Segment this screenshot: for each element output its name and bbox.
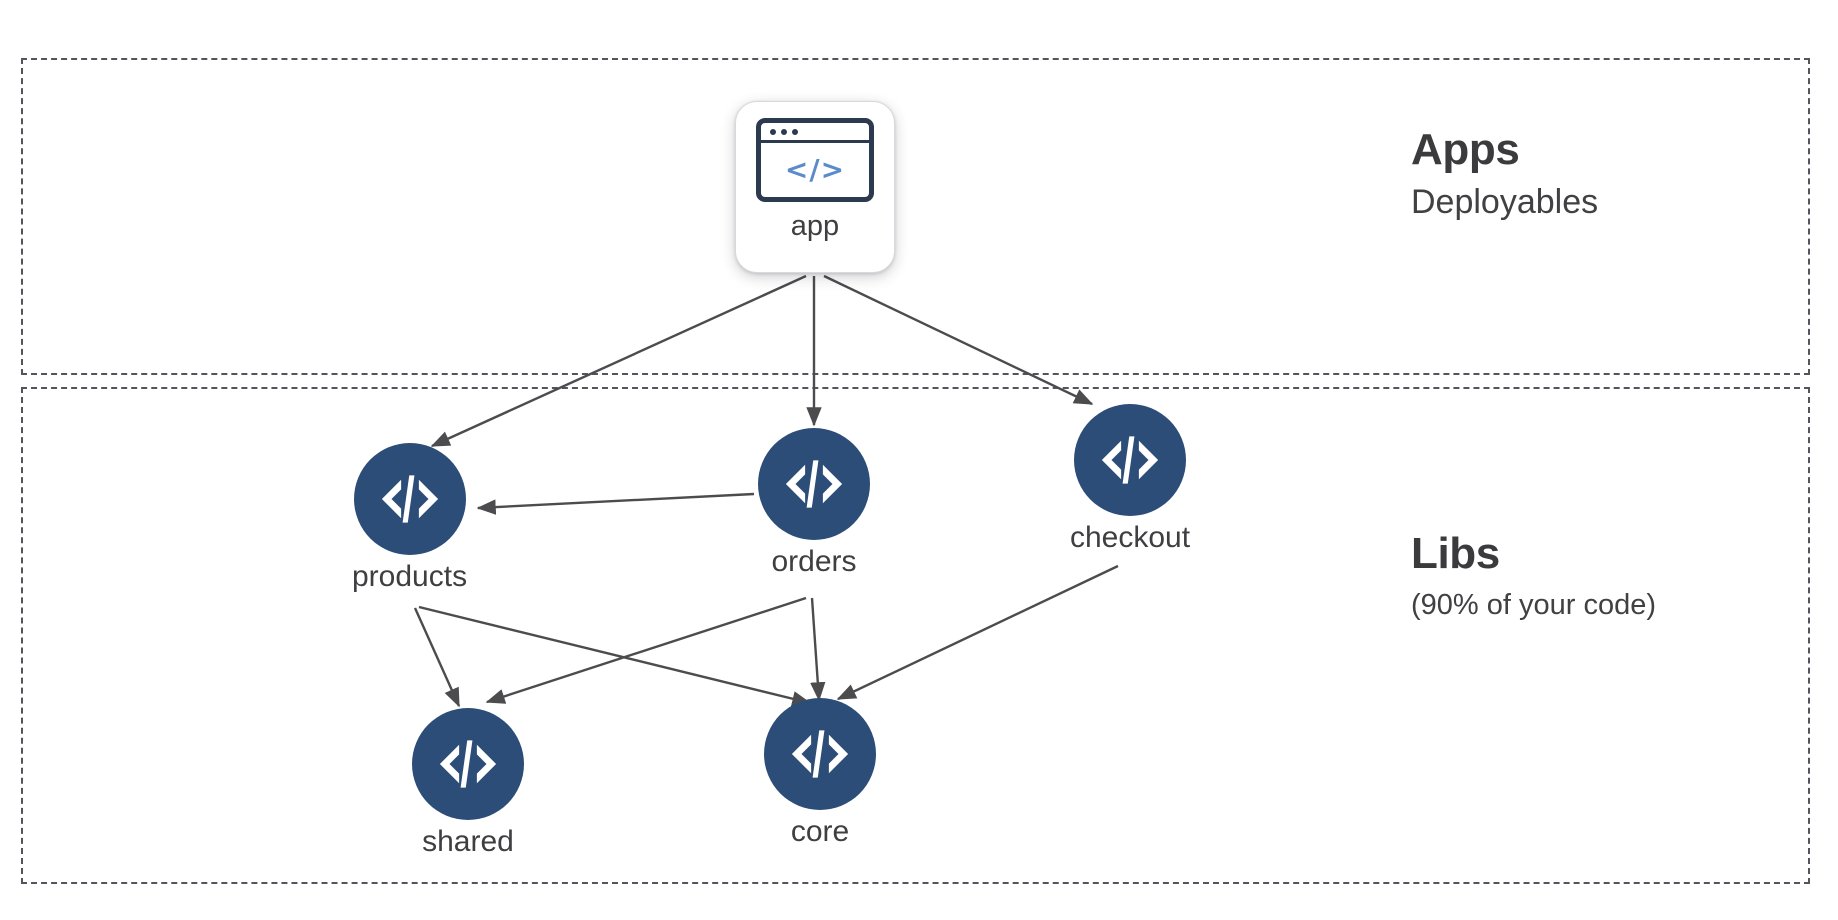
region-apps-subtitle: Deployables [1411,182,1599,221]
browser-dot [770,128,776,135]
region-libs [21,387,1810,884]
node-app-label: app [790,210,840,242]
code-glyph: </> [784,153,846,186]
node-orders[interactable]: orders [758,428,870,578]
node-checkout-label: checkout [1070,521,1191,554]
node-shared-label: shared [422,825,514,858]
browser-titlebar [761,123,869,143]
region-apps-title: Apps [1411,125,1520,174]
browser-window-code-icon: </> [756,118,874,202]
node-checkout[interactable]: checkout [1070,404,1190,554]
code-icon [412,708,524,820]
region-apps-caption: Apps Deployables [1411,124,1598,222]
region-libs-subtitle: (90% of your code) [1411,588,1657,621]
browser-dot [781,128,787,135]
node-products-label: products [352,560,468,593]
node-core-label: core [790,815,850,848]
node-orders-label: orders [771,545,857,578]
code-icon [1074,404,1187,516]
node-products[interactable]: products [352,443,467,593]
code-icon [758,428,870,540]
code-icon [764,698,876,810]
code-icon [353,443,466,555]
node-core[interactable]: core [764,698,876,848]
region-libs-title: Libs [1411,529,1500,578]
node-shared[interactable]: shared [412,708,524,858]
node-app[interactable]: </> app [735,101,895,273]
browser-dot [792,128,798,135]
region-libs-caption: Libs (90% of your code) [1411,528,1656,622]
